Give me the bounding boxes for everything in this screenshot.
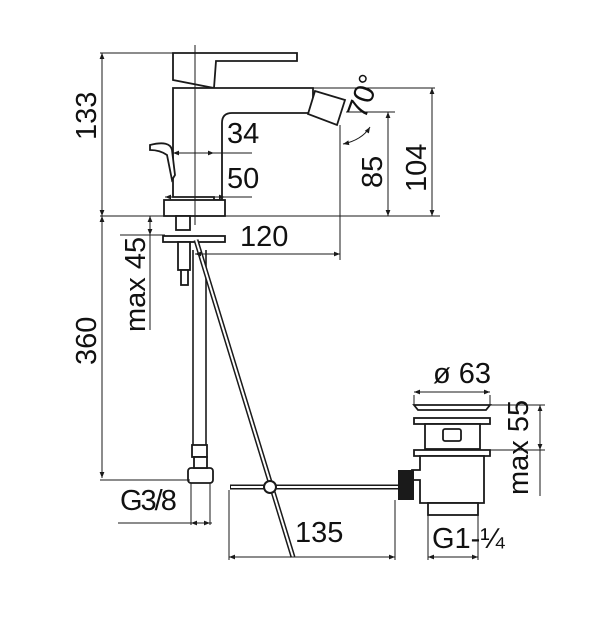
spout-nozzle (306, 89, 347, 127)
dim-base-width: 50 (227, 163, 259, 195)
dim-waste-diameter: ø 63 (433, 358, 491, 390)
dim-waste-thread: G1-¼ (432, 523, 505, 555)
waste-cap (412, 404, 492, 411)
dimension-labels: 133 34 50 70° 85 104 120 max 45 360 G3/8… (71, 70, 535, 555)
dim-max-deck: max 45 (120, 237, 152, 332)
dim-rod-length: 135 (295, 517, 343, 549)
dim-hose-length: 360 (71, 317, 103, 365)
faucet-handle (172, 52, 298, 90)
dim-waste-max-height: max 55 (503, 400, 535, 495)
rod-nut (398, 470, 414, 500)
pop-up-lever (149, 142, 176, 183)
rod-end (180, 269, 189, 286)
dim-body-width: 34 (227, 118, 259, 150)
dim-spout-height-85: 85 (357, 156, 389, 188)
pivot-clamp (263, 480, 277, 494)
flexible-hose (187, 250, 214, 484)
faucet (149, 45, 347, 286)
dim-hose-connection: G3/8 (120, 485, 176, 517)
dim-total-height: 133 (71, 92, 103, 140)
dim-spout-reach: 120 (240, 221, 288, 253)
dim-spout-angle: 70° (342, 70, 387, 122)
dimension-lines (99, 52, 545, 560)
pop-up-rods (193, 239, 400, 558)
dim-spout-height-104: 104 (401, 144, 433, 192)
shank (175, 215, 191, 231)
pop-up-waste (398, 404, 492, 516)
hose-nut (187, 467, 214, 484)
threaded-rod (177, 241, 191, 271)
